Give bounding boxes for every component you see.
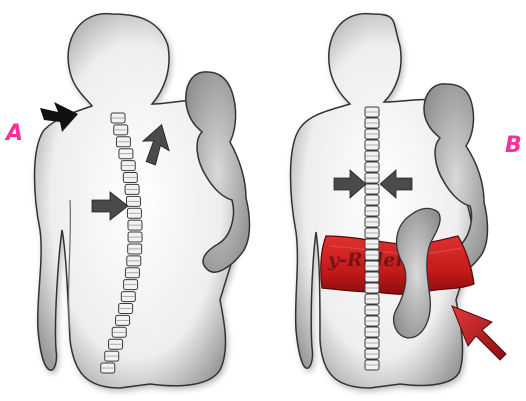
panel-b: y-Rider B bbox=[291, 14, 522, 388]
mother-silhouette-b bbox=[291, 14, 473, 388]
panel-label-a: A bbox=[4, 121, 23, 146]
spine-b bbox=[365, 107, 379, 370]
panel-label-b: B bbox=[505, 133, 522, 158]
panel-a: A bbox=[4, 14, 250, 388]
